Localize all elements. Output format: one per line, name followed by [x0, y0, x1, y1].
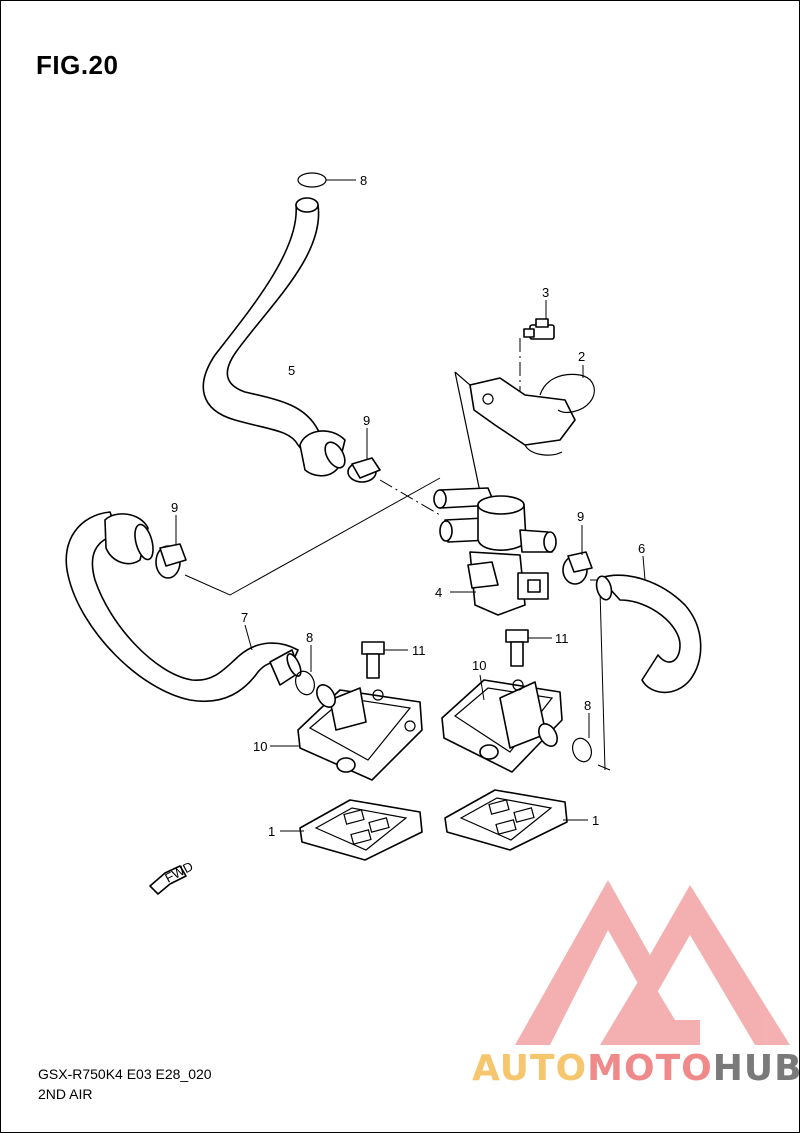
section-name: 2ND AIR [38, 1086, 93, 1102]
connection-line-d [599, 589, 606, 771]
callout-8-left: 8 [306, 630, 313, 645]
bolt-3 [519, 300, 555, 392]
callout-5: 5 [288, 363, 295, 378]
callout-8-right: 8 [584, 698, 591, 713]
bracket-2 [454, 365, 595, 541]
bolt-11-left [361, 641, 408, 679]
fwd-arrow-icon: FWD [149, 859, 196, 895]
clamp-9-upper [347, 428, 381, 483]
hose-6 [595, 555, 702, 694]
hose-5 [202, 197, 346, 477]
clamp-8-top [297, 172, 356, 188]
callout-3: 3 [542, 285, 549, 300]
callout-1-right: 1 [592, 813, 599, 828]
connection-line-a [379, 479, 441, 516]
watermark-logo-icon [515, 880, 790, 1045]
connection-line-e [597, 764, 611, 771]
watermark-wordmark: AUTOMOTOHUB [472, 1048, 800, 1089]
cover-10-left [270, 684, 423, 781]
callout-6: 6 [638, 541, 645, 556]
clamp-9-left [155, 515, 187, 579]
callout-10-left: 10 [253, 739, 267, 754]
wordmark-hub: HUB [712, 1048, 800, 1089]
clamp-8-right [571, 713, 593, 763]
bolt-11-right [505, 629, 552, 667]
fwd-label: FWD [162, 859, 195, 886]
callout-9-left: 9 [171, 500, 178, 515]
hose-7 [65, 511, 302, 702]
wordmark-auto: AUTO [472, 1048, 588, 1089]
callout-2: 2 [578, 349, 585, 364]
model-code: GSX-R750K4 E03 E28_020 [38, 1066, 212, 1082]
clamp-9-right [562, 525, 593, 585]
callout-8-top: 8 [360, 173, 367, 188]
gasket-1-right [444, 789, 588, 851]
callout-11-left: 11 [412, 643, 426, 658]
wordmark-moto: MOTO [587, 1048, 713, 1089]
callout-9-upper: 9 [363, 413, 370, 428]
figure-title: FIG.20 [36, 50, 119, 80]
gasket-1-left [280, 799, 423, 861]
connection-line-b [184, 477, 441, 596]
valve-4 [433, 487, 557, 616]
cover-10-right [441, 674, 563, 773]
callout-1-left: 1 [268, 824, 275, 839]
callout-9-right: 9 [577, 509, 584, 524]
callout-4: 4 [435, 585, 442, 600]
callout-7: 7 [241, 610, 248, 625]
callout-11-right: 11 [555, 631, 569, 646]
clamp-8-left [294, 645, 316, 696]
callout-10-right: 10 [472, 658, 486, 673]
